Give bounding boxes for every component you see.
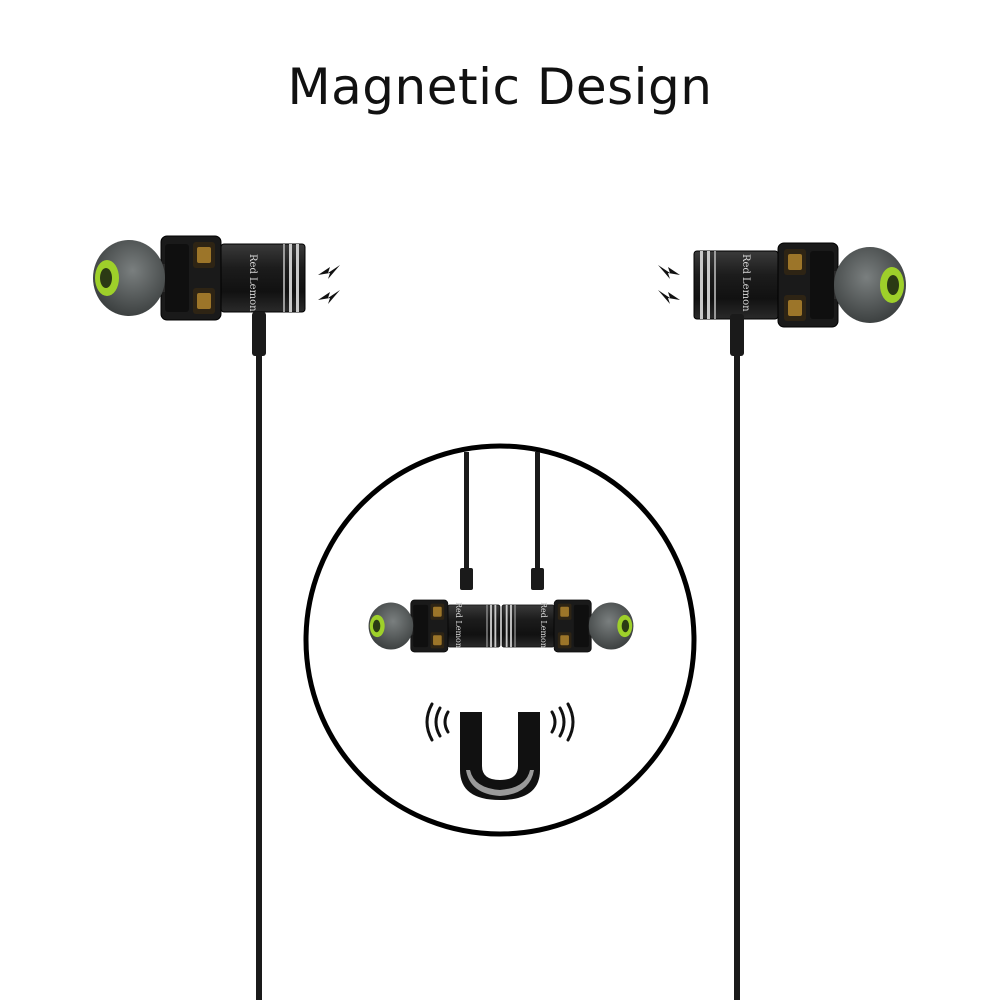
right-earbud [693,242,907,328]
lightning-bolt-icon [318,290,340,304]
right-earbud-brand: Red Lemon [740,254,751,312]
svg-text:Red Lemon: Red Lemon [454,602,463,648]
right-cable [734,354,740,1000]
page-title: Magnetic Design [287,58,713,116]
svg-text:Red Lemon: Red Lemon [247,254,258,312]
inset-left-earbud [368,599,501,653]
inset-right-cable [535,452,540,572]
left-cable-stem [252,312,266,356]
signal-waves-icon [425,702,450,742]
signal-waves-icon [550,702,575,742]
left-earbud [92,235,306,321]
lightning-bolt-icon [318,265,340,279]
lightning-bolt-icon [658,290,680,304]
svg-text:Red Lemon: Red Lemon [539,602,548,648]
inset-right-earbud [501,599,634,653]
svg-text:Red Lemon: Red Lemon [740,254,751,312]
lightning-bolt-icon [658,265,680,279]
left-cable [256,354,262,1000]
inset-left-cable [464,452,469,572]
magnet-icon [460,712,540,800]
left-earbud-brand: Red Lemon [247,254,258,312]
right-cable-stem [730,314,744,356]
inset-brand-labels: Red Lemon Red Lemon [454,602,548,648]
